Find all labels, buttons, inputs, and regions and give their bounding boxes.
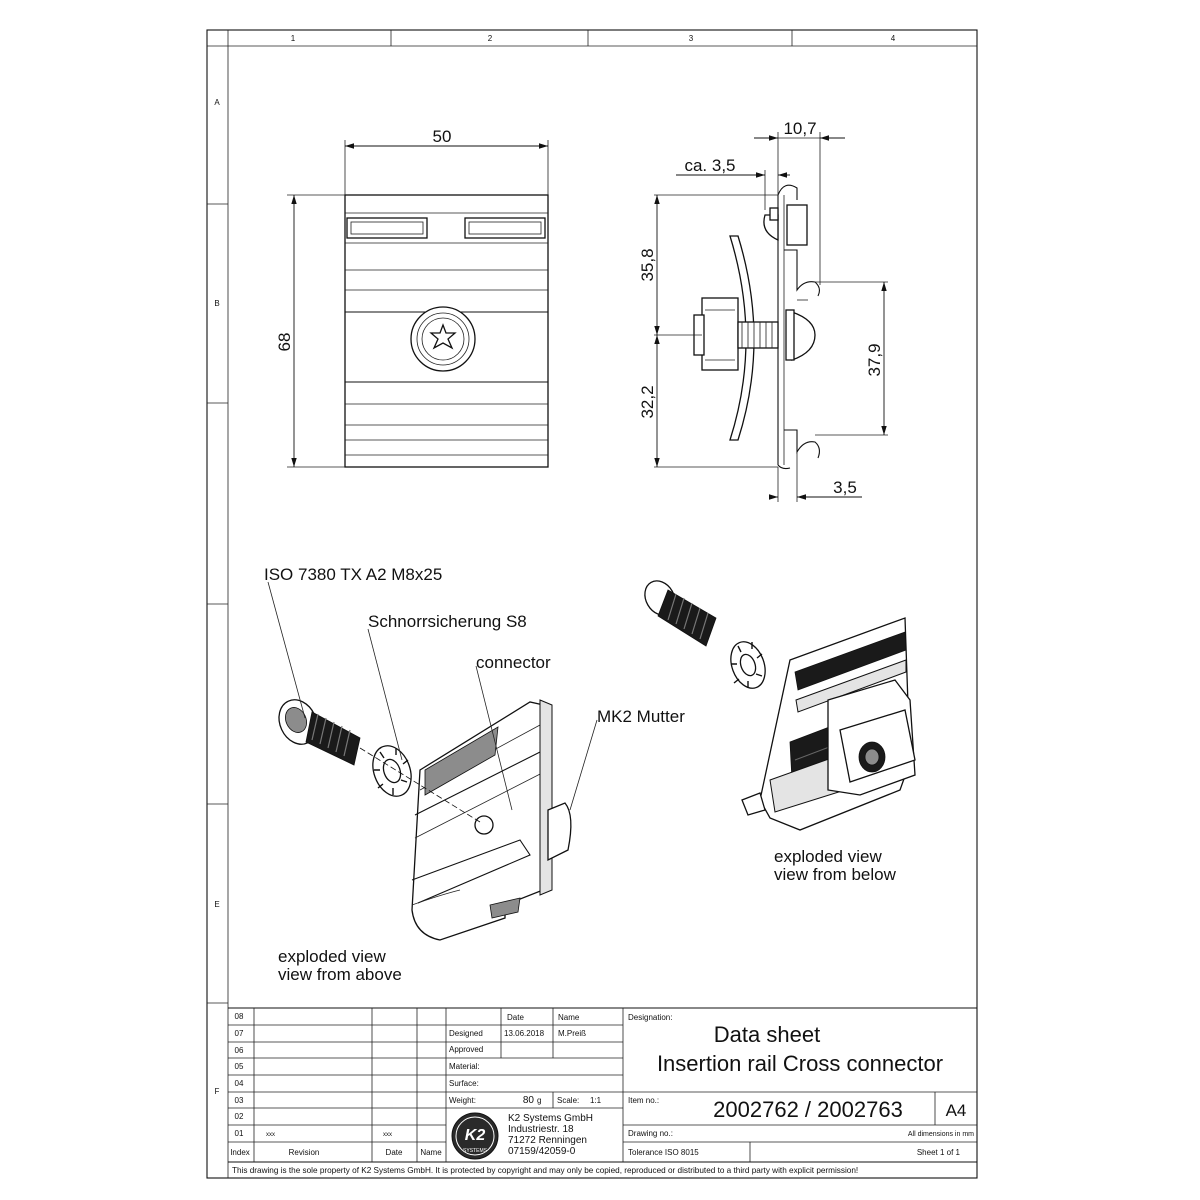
- revision-value: xxx: [266, 1132, 275, 1138]
- designed-label: Designed: [449, 1029, 483, 1038]
- row-label: B: [214, 299, 219, 308]
- company-street: Industriestr. 18: [508, 1124, 574, 1135]
- top-view: 50 68: [275, 127, 549, 468]
- svg-text:SYSTEMS: SYSTEMS: [463, 1148, 488, 1154]
- index-row: 06: [235, 1046, 244, 1055]
- index-row: 08: [235, 1012, 244, 1021]
- column-label: 2: [488, 34, 493, 43]
- torx-icon: [429, 323, 457, 350]
- side-view: 35,8 32,2 37,9 10,7 ca. 3,5 3,5: [638, 119, 888, 502]
- designation-line2: Insertion rail Cross connector: [657, 1051, 943, 1076]
- drawing-label: Drawing no.:: [628, 1129, 673, 1138]
- index-row: 07: [235, 1029, 244, 1038]
- column-label: 1: [291, 34, 296, 43]
- dimension-hook: 37,9: [865, 343, 884, 376]
- company-city: 71272 Renningen: [508, 1135, 587, 1146]
- designed-date: 13.06.2018: [504, 1029, 545, 1038]
- tolerance: Tolerance ISO 8015: [628, 1148, 699, 1157]
- index-row: 04: [235, 1079, 244, 1088]
- title-block: 08 07 06 05 04 03 02 01 xxx xxx Index Re…: [228, 1007, 977, 1175]
- weight-value: 80: [523, 1095, 535, 1106]
- dimension-depth: 10,7: [783, 119, 816, 138]
- column-label: 4: [891, 34, 896, 43]
- header-name: Name: [420, 1148, 442, 1157]
- dimension-upper: 35,8: [638, 248, 657, 281]
- weight-label: Weight:: [449, 1096, 476, 1105]
- designation-label: Designation:: [628, 1013, 672, 1022]
- sheet-format: A4: [946, 1101, 967, 1120]
- svg-text:K2: K2: [465, 1127, 486, 1144]
- row-label: F: [215, 1087, 220, 1096]
- index-row: 02: [235, 1112, 244, 1121]
- label-screw: ISO 7380 TX A2 M8x25: [264, 565, 442, 584]
- weight-unit: g: [537, 1096, 541, 1105]
- index-row: 05: [235, 1062, 244, 1071]
- copyright-notice: This drawing is the sole property of K2 …: [232, 1166, 858, 1175]
- company-name: K2 Systems GmbH: [508, 1113, 593, 1124]
- approved-label: Approved: [449, 1045, 483, 1054]
- surface-label: Surface:: [449, 1079, 479, 1088]
- col-date: Date: [507, 1013, 524, 1022]
- dimension-height: 68: [275, 333, 294, 352]
- scale-value: 1:1: [590, 1096, 602, 1105]
- caption-above-line2: view from above: [278, 965, 402, 984]
- dimension-approx: ca. 3,5: [684, 156, 735, 175]
- drawing-frame: 1 2 3 4 A B E F: [206, 29, 978, 1179]
- dimension-width: 50: [433, 127, 452, 146]
- company-phone: 07159/42059-0: [508, 1146, 576, 1157]
- label-nut: MK2 Mutter: [597, 707, 685, 726]
- row-label: A: [214, 98, 220, 107]
- header-revision: Revision: [289, 1148, 320, 1157]
- item-number: 2002762 / 2002763: [713, 1097, 903, 1122]
- row-label: E: [214, 900, 219, 909]
- material-label: Material:: [449, 1062, 480, 1071]
- all-dimensions: All dimensions in mm: [908, 1131, 974, 1138]
- index-row: 03: [235, 1096, 244, 1105]
- header-date: Date: [386, 1148, 403, 1157]
- caption-below-line1: exploded view: [774, 847, 882, 866]
- scale-label: Scale:: [557, 1096, 579, 1105]
- exploded-view-below: exploded view view from below: [644, 580, 916, 884]
- label-washer: Schnorrsicherung S8: [368, 612, 527, 631]
- caption-above-line1: exploded view: [278, 947, 386, 966]
- exploded-view-above: ISO 7380 TX A2 M8x25 Schnorrsicherung S8…: [264, 565, 685, 984]
- item-label: Item no.:: [628, 1096, 659, 1105]
- sheet-count: Sheet 1 of 1: [917, 1148, 961, 1157]
- col-name: Name: [558, 1013, 580, 1022]
- column-label: 3: [689, 34, 694, 43]
- designed-name: M.Preiß: [558, 1029, 586, 1038]
- designation-line1: Data sheet: [714, 1022, 820, 1047]
- revision-date-value: xxx: [383, 1132, 392, 1138]
- index-row: 01: [235, 1129, 244, 1138]
- caption-below-line2: view from below: [774, 865, 897, 884]
- label-connector: connector: [476, 653, 551, 672]
- header-index: Index: [230, 1148, 250, 1157]
- company-logo: K2 SYSTEMS: [451, 1112, 499, 1160]
- dimension-lower: 32,2: [638, 385, 657, 418]
- dimension-flange: 3,5: [833, 478, 857, 497]
